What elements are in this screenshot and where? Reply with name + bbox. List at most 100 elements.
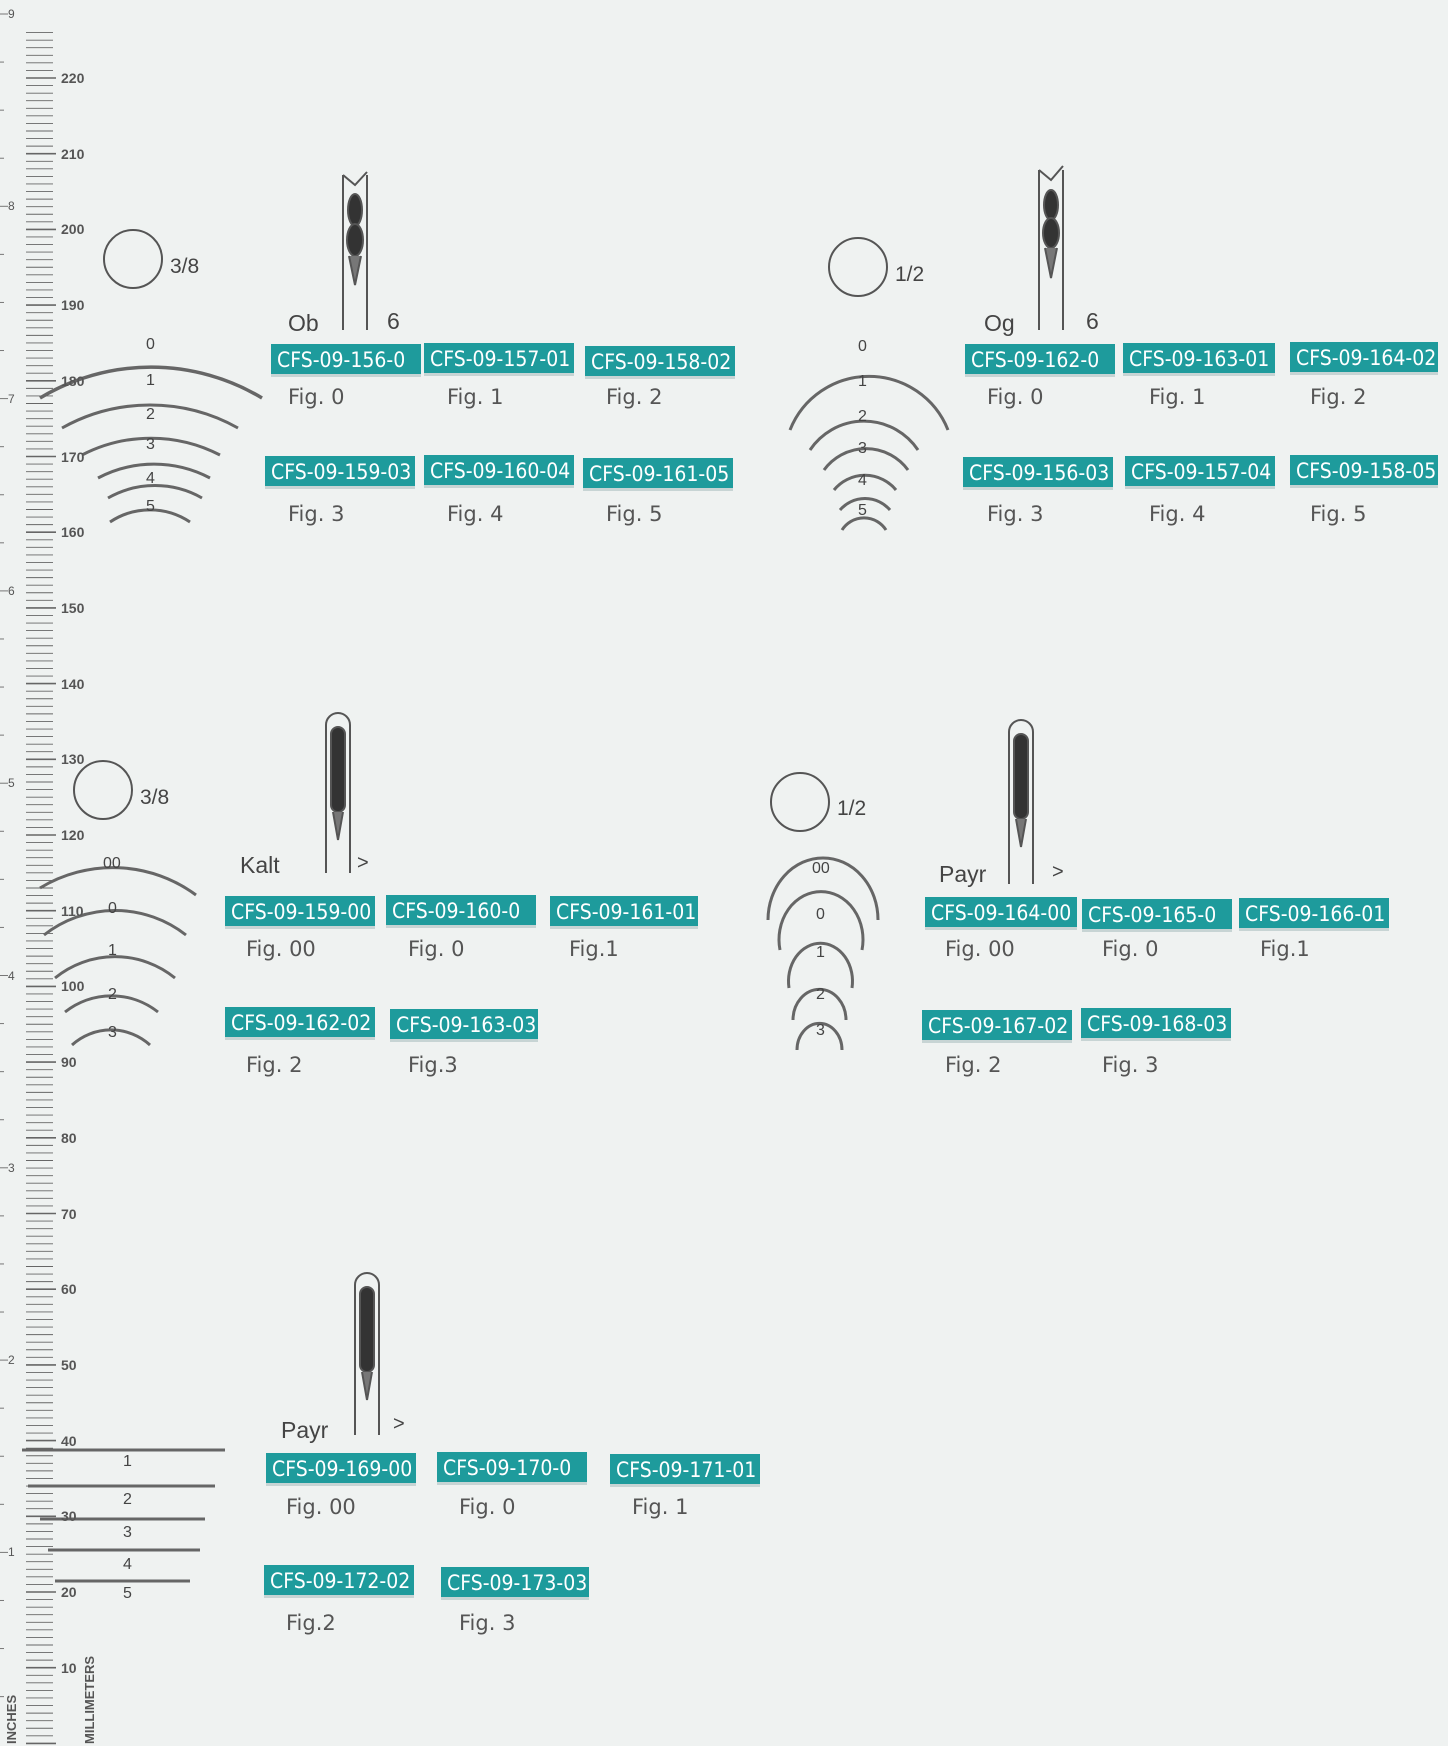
product-code-button[interactable]: CFS-09-163-01 [1123, 343, 1275, 376]
ruler-millimeters-label: MILLIMETERS [82, 1655, 97, 1744]
eye-needle-icon-kalt [325, 712, 351, 873]
figure-label: Fig. 2 [246, 1053, 303, 1077]
curvature-label: 1/2 [837, 797, 867, 820]
product-code-button[interactable]: CFS-09-173-03 [441, 1567, 589, 1600]
figure-label: Fig. 2 [606, 385, 663, 409]
figure-label: Fig. 00 [945, 937, 1015, 961]
figure-label: Fig. 2 [945, 1053, 1002, 1077]
product-code-button[interactable]: CFS-09-156-0 [271, 344, 421, 377]
ruler-mm-label: 100 [61, 978, 85, 995]
ruler-mm-label: 30 [61, 1508, 77, 1525]
figure-label: Fig. 0 [288, 385, 345, 409]
curve-label: 1 [123, 1453, 132, 1470]
ruler-inches-label: INCHES [4, 1694, 19, 1744]
ruler-mm-label: 180 [61, 372, 85, 389]
figure-label: Fig.3 [408, 1053, 458, 1077]
ruler-inch-label: 6 [8, 583, 15, 598]
product-code-button[interactable]: CFS-09-159-00 [225, 896, 375, 929]
product-code-button[interactable]: CFS-09-167-02 [922, 1010, 1072, 1043]
ruler-inch-label: 2 [8, 1353, 15, 1368]
product-code-button[interactable]: CFS-09-171-01 [610, 1454, 760, 1487]
ruler-mm-label: 20 [61, 1584, 77, 1600]
figure-label: Fig. 0 [1102, 937, 1159, 961]
curvature-circle-icon [770, 772, 830, 832]
figure-label: Fig. 3 [288, 502, 345, 526]
curve-label: 3 [816, 1022, 825, 1039]
ruler-inch-label: 7 [8, 391, 15, 406]
figure-label: Fig. 5 [606, 502, 663, 526]
ruler-inch-label: 4 [8, 968, 15, 983]
product-code-button[interactable]: CFS-09-168-03 [1081, 1008, 1231, 1041]
product-code-button[interactable]: CFS-09-166-01 [1239, 898, 1389, 931]
figure-label: Fig. 1 [1149, 385, 1206, 409]
curved-needles-group-1 [39, 365, 263, 524]
product-code-button[interactable]: CFS-09-160-0 [386, 895, 536, 928]
product-code-button[interactable]: CFS-09-159-03 [265, 456, 415, 489]
curve-label: 5 [123, 1585, 132, 1602]
size-label: > [393, 1413, 405, 1435]
ruler-mm-label: 50 [61, 1356, 77, 1373]
eye-needle-icon-payr [1008, 719, 1034, 884]
curve-label: 00 [812, 860, 830, 877]
eye-type-label: Payr [939, 861, 987, 887]
product-code-button[interactable]: CFS-09-160-04 [424, 455, 574, 488]
curved-needles-group-3 [39, 866, 197, 1047]
curve-label: 2 [108, 986, 117, 1003]
straight-needles-group-5 [22, 1448, 225, 1583]
curve-label: 1 [858, 373, 867, 390]
curve-label: 2 [858, 408, 867, 425]
product-code-button[interactable]: CFS-09-158-02 [585, 346, 735, 379]
product-code-button[interactable]: CFS-09-161-05 [583, 458, 733, 491]
ruler-mm-label: 110 [61, 902, 84, 919]
figure-label: Fig. 00 [286, 1495, 356, 1519]
curvature-circle-icon [828, 237, 888, 297]
product-code-button[interactable]: CFS-09-157-01 [424, 343, 574, 376]
ruler-mm-label: 140 [61, 675, 85, 692]
product-code-button[interactable]: CFS-09-161-01 [550, 896, 698, 929]
curvature-label: 3/8 [140, 786, 170, 809]
ruler-mm-label: 120 [61, 827, 85, 843]
curve-label: 0 [108, 900, 117, 917]
ruler-mm-label: 220 [61, 70, 85, 86]
curvature-label: 1/2 [895, 263, 925, 286]
eye-type-label: Ob [288, 310, 319, 336]
ruler [0, 13, 56, 1745]
curve-label: 3 [108, 1024, 117, 1041]
ruler-mm-label: 130 [61, 751, 85, 768]
ruler-mm-label: 200 [61, 221, 85, 238]
size-label: > [357, 852, 369, 874]
product-code-button[interactable]: CFS-09-165-0 [1082, 899, 1232, 932]
product-code-button[interactable]: CFS-09-162-02 [225, 1007, 375, 1040]
curvature-circle-icon [73, 760, 133, 820]
curve-label: 1 [108, 942, 117, 959]
product-code-button[interactable]: CFS-09-162-0 [965, 344, 1115, 377]
curve-label: 3 [123, 1524, 132, 1541]
curve-label: 2 [816, 986, 825, 1003]
curve-label: 4 [123, 1556, 132, 1573]
ruler-mm-label: 10 [61, 1659, 77, 1676]
figure-label: Fig. 5 [1310, 502, 1367, 526]
curvature-circle-icon [103, 229, 163, 289]
product-code-button[interactable]: CFS-09-170-0 [437, 1452, 587, 1485]
curve-label: 5 [146, 498, 155, 515]
ruler-mm-label: 40 [61, 1432, 77, 1449]
product-code-button[interactable]: CFS-09-163-03 [390, 1009, 538, 1042]
ruler-mm-label: 80 [61, 1129, 77, 1146]
product-code-button[interactable]: CFS-09-172-02 [264, 1565, 414, 1598]
product-code-button[interactable]: CFS-09-164-02 [1290, 342, 1438, 375]
product-code-button[interactable]: CFS-09-164-00 [925, 897, 1077, 930]
eye-type-label: Payr [281, 1417, 329, 1443]
product-code-button[interactable]: CFS-09-169-00 [266, 1453, 416, 1486]
figure-label: Fig. 1 [447, 385, 504, 409]
figure-label: Fig. 0 [408, 937, 465, 961]
figure-label: Fig. 3 [459, 1611, 516, 1635]
ruler-mm-label: 150 [61, 599, 85, 616]
product-code-button[interactable]: CFS-09-158-05 [1290, 455, 1438, 488]
ruler-inch-label: 5 [8, 776, 15, 791]
figure-label: Fig. 2 [1310, 385, 1367, 409]
product-code-button[interactable]: CFS-09-156-03 [963, 457, 1113, 490]
product-code-button[interactable]: CFS-09-157-04 [1125, 456, 1275, 489]
figure-label: Fig.1 [1260, 937, 1310, 961]
curve-label: 4 [858, 472, 867, 489]
